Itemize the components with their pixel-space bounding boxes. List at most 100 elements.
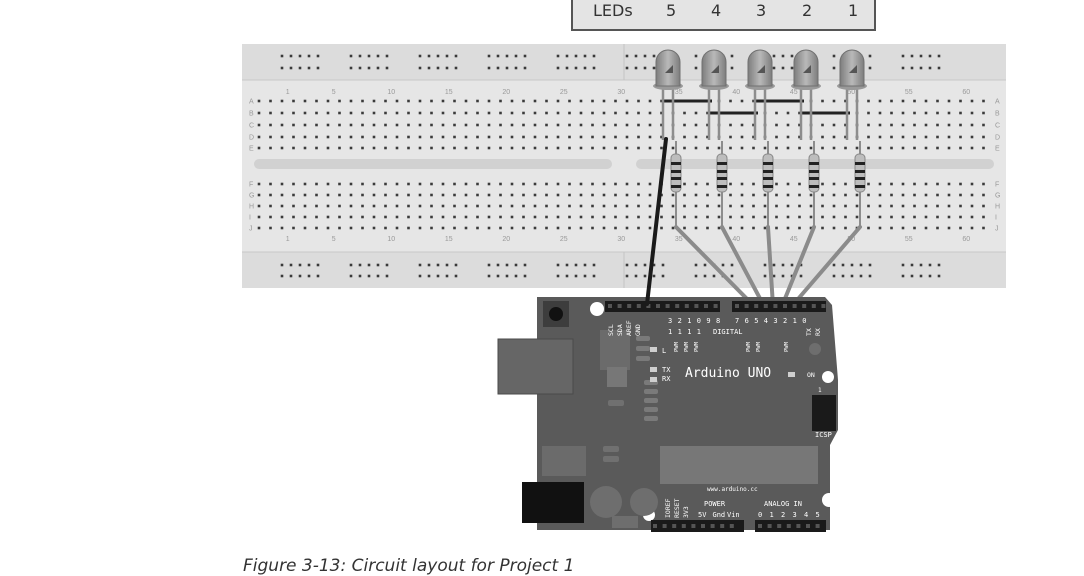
rail-hole — [652, 274, 656, 278]
breadboard-hole — [326, 204, 330, 208]
breadboard-hole — [292, 215, 295, 219]
column-number: 45 — [790, 236, 798, 243]
rail-hole — [910, 54, 914, 58]
breadboard-hole — [510, 182, 514, 186]
breadboard-hole — [326, 135, 330, 139]
breadboard-hole — [568, 226, 571, 230]
rail-hole — [592, 54, 596, 58]
rail-hole — [523, 66, 527, 70]
breadboard-hole — [706, 215, 709, 219]
breadboard-hole — [338, 193, 341, 197]
breadboard-hole — [637, 123, 640, 127]
breadboard-hole — [970, 182, 974, 186]
breadboard-hole — [890, 182, 893, 186]
breadboard-hole — [579, 135, 583, 139]
rail-hole — [694, 274, 698, 278]
rail-hole — [496, 54, 500, 58]
breadboard-hole — [453, 215, 456, 219]
rail-hole — [781, 263, 785, 267]
breadboard-hole — [740, 193, 744, 197]
breadboard-hole — [752, 204, 755, 208]
breadboard-hole — [786, 135, 790, 139]
breadboard-hole — [913, 193, 916, 197]
resistor-band — [671, 162, 681, 165]
breadboard-hole — [522, 146, 525, 150]
breadboard-hole — [740, 182, 744, 186]
led-1 — [839, 49, 865, 87]
resistor-band — [855, 177, 865, 180]
analog-pin-number: 5 — [816, 511, 820, 519]
rail-hole — [505, 54, 509, 58]
breadboard-hole — [821, 204, 824, 208]
breadboard-hole — [349, 226, 353, 230]
breadboard-hole — [625, 146, 629, 150]
breadboard-hole — [648, 182, 652, 186]
breadboard-hole — [499, 123, 502, 127]
breadboard-hole — [890, 111, 893, 115]
breadboard-hole — [878, 146, 882, 150]
breadboard-hole — [959, 193, 962, 197]
breadboard-hole — [660, 204, 663, 208]
breadboard-hole — [430, 226, 433, 230]
breadboard-hole — [361, 99, 364, 103]
header-pin — [773, 304, 778, 308]
breadboard-hole — [637, 215, 640, 219]
pwm-label: PWM — [784, 341, 790, 352]
breadboard-hole — [809, 226, 813, 230]
breadboard-hole — [970, 135, 974, 139]
mount-hole — [590, 302, 604, 316]
led-jumpers — [662, 99, 850, 115]
smd-resistor — [636, 336, 650, 341]
breadboard-hole — [775, 193, 778, 197]
rail-hole — [574, 66, 578, 70]
reset-button — [549, 307, 563, 321]
header-pin — [684, 304, 689, 308]
breadboard-hole — [924, 226, 928, 230]
breadboard-hole — [890, 99, 893, 103]
breadboard-hole — [326, 111, 330, 115]
breadboard-hole — [292, 193, 295, 197]
breadboard-hole — [786, 123, 790, 127]
breadboard-hole — [430, 135, 433, 139]
header-label: AREF — [625, 320, 633, 336]
breadboard-hole — [315, 182, 318, 186]
column-number: 10 — [387, 89, 395, 96]
breadboard-hole — [361, 182, 364, 186]
row-letter: E — [249, 146, 254, 153]
breadboard-hole — [832, 135, 836, 139]
column-number: 20 — [502, 236, 510, 243]
breadboard-hole — [614, 182, 617, 186]
resistor-band — [855, 170, 865, 173]
breadboard-hole — [786, 193, 790, 197]
breadboard-hole — [970, 204, 974, 208]
rail-hole — [919, 66, 923, 70]
rail-hole — [316, 263, 320, 267]
smd-led — [788, 372, 795, 377]
breadboard-hole — [740, 123, 744, 127]
breadboard-hole — [625, 99, 629, 103]
breadboard-hole — [453, 123, 456, 127]
led-3 — [747, 49, 773, 87]
breadboard-hole — [338, 111, 341, 115]
rail-hole — [289, 66, 293, 70]
header-pin — [662, 524, 667, 528]
resistor-band — [671, 170, 681, 173]
serial-label: RX — [814, 328, 822, 336]
breadboard-hole — [878, 99, 882, 103]
breadboard-hole — [326, 99, 330, 103]
rail-hole — [436, 54, 440, 58]
rail-hole — [565, 263, 569, 267]
breadboard-hole — [844, 99, 847, 103]
column-number: 25 — [560, 89, 568, 96]
breadboard-hole — [648, 99, 652, 103]
ground-wire — [645, 137, 668, 306]
led-die — [757, 65, 765, 73]
rail-hole — [790, 263, 794, 267]
breadboard-hole — [786, 146, 790, 150]
smd-resistor — [644, 398, 658, 403]
rail-hole — [781, 274, 785, 278]
breadboard-hole — [648, 111, 652, 115]
rail-hole — [418, 54, 422, 58]
breadboard-hole — [706, 111, 709, 115]
breadboard-hole — [936, 111, 939, 115]
